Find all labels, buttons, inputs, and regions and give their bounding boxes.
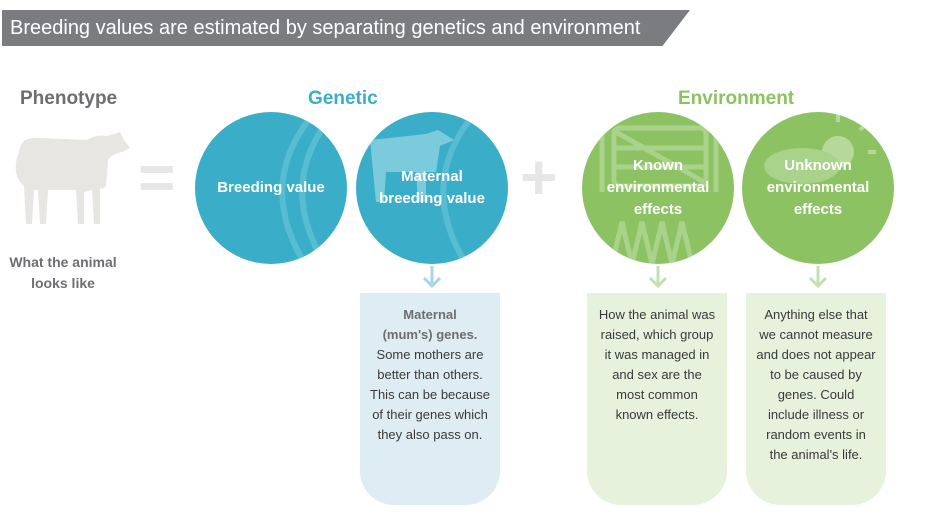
arrow-down-icon <box>808 266 828 288</box>
unknown-environmental-effects-label: Unknown environmental effects <box>766 157 870 218</box>
sheep-icon <box>15 132 131 224</box>
maternal-breeding-value-circle: Maternal breeding value <box>356 112 508 264</box>
unknown-environmental-effects-circle: Unknown environmental effects <box>742 112 894 264</box>
maternal-description-box: Maternal (mum's) genes. Some mothers are… <box>360 293 500 505</box>
known-environmental-effects-circle: Known environmental effects <box>582 112 734 264</box>
cloud-sun-icon <box>764 114 876 184</box>
breeding-value-label: Breeding value <box>217 179 325 196</box>
unknown-description: Anything else that we cannot measure and… <box>756 307 876 462</box>
breeding-value-circle: Breeding value <box>195 112 347 264</box>
environment-heading: Environment <box>678 88 795 109</box>
dna-icon <box>279 112 338 264</box>
maternal-breeding-value-label: Maternal breeding value <box>379 168 485 207</box>
known-description-box: How the animal was raised, which group i… <box>587 293 727 505</box>
plus-sign: + <box>520 141 558 213</box>
equals-sign: = <box>138 141 176 213</box>
maternal-description: Some mothers are better than others. Thi… <box>370 347 490 442</box>
genetic-heading: Genetic <box>308 88 378 109</box>
arrow-down-icon <box>422 266 442 288</box>
sheep-dna-icon <box>370 112 479 264</box>
known-description: How the animal was raised, which group i… <box>598 307 716 422</box>
unknown-description-box: Anything else that we cannot measure and… <box>746 293 886 505</box>
maternal-description-heading: Maternal (mum's) genes. <box>382 307 478 342</box>
phenotype-heading: Phenotype <box>20 88 118 109</box>
title-banner: Breeding values are estimated by separat… <box>2 10 690 46</box>
fence-grass-icon <box>599 122 719 264</box>
known-environmental-effects-label: Known environmental effects <box>606 157 710 218</box>
arrow-down-icon <box>648 266 668 288</box>
phenotype-description: What the animal looks like <box>9 254 117 291</box>
